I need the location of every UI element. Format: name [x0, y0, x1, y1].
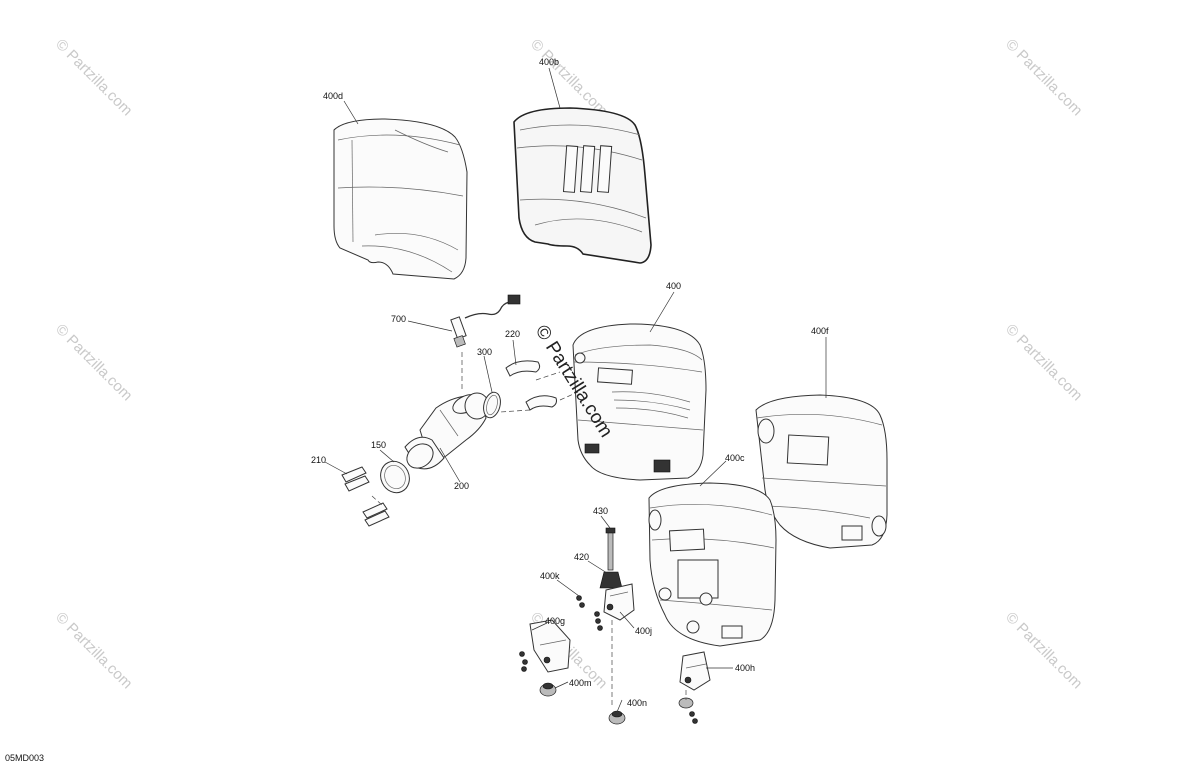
- part-400g-bracket: [519, 619, 571, 673]
- callout-labels: 400d 400b 400 400f 400c 700 220 300 210 …: [311, 57, 829, 708]
- part-210-springs: [341, 466, 390, 527]
- callout-400: 400: [666, 281, 681, 291]
- callout-430: 430: [593, 506, 608, 516]
- callout-150: 150: [371, 440, 386, 450]
- callout-210: 210: [311, 455, 326, 465]
- part-220-springs: [499, 360, 579, 413]
- diagram-code: 05MD003: [5, 753, 45, 763]
- callout-400g: 400g: [545, 616, 565, 626]
- part-150-clamp: [380, 460, 410, 494]
- callout-400d: 400d: [323, 91, 343, 101]
- part-200-elbow-pipe: [404, 392, 490, 470]
- part-400j-bracket: [603, 583, 635, 708]
- watermark-top-left: © Partzilla.com: [52, 36, 135, 119]
- part-400f-shield: [755, 394, 888, 549]
- part-400h-bracket: [678, 651, 711, 724]
- callout-400m: 400m: [569, 678, 592, 688]
- watermark-bottom-right: © Partzilla.com: [1002, 609, 1085, 692]
- part-300-gasket: [483, 391, 501, 419]
- watermark-mid-right: © Partzilla.com: [1002, 321, 1085, 404]
- callout-400j: 400j: [635, 626, 652, 636]
- part-700-sensor: [450, 294, 521, 392]
- watermark-top-center: © Partzilla.com: [527, 36, 610, 119]
- part-400k-nuts: [576, 595, 603, 631]
- part-400n-rubber-foot: [608, 710, 626, 725]
- part-420-rubber-mount: [599, 571, 623, 589]
- callout-400b: 400b: [539, 57, 559, 67]
- watermark-mid-left: © Partzilla.com: [52, 321, 135, 404]
- callout-200: 200: [454, 481, 469, 491]
- callout-700: 700: [391, 314, 406, 324]
- callout-400k: 400k: [540, 571, 560, 581]
- watermark-top-right: © Partzilla.com: [1002, 36, 1085, 119]
- part-430-bolt: [605, 527, 616, 571]
- watermark-bottom-left: © Partzilla.com: [52, 609, 135, 692]
- leader-lines: [324, 67, 827, 713]
- part-400b-shield: [513, 107, 652, 264]
- callout-400c: 400c: [725, 453, 745, 463]
- callout-400n: 400n: [627, 698, 647, 708]
- part-400c-shield: [648, 482, 777, 647]
- callout-220: 220: [505, 329, 520, 339]
- part-400-muffler: [572, 323, 707, 481]
- callout-400f: 400f: [811, 326, 829, 336]
- callout-420: 420: [574, 552, 589, 562]
- callout-400h: 400h: [735, 663, 755, 673]
- callout-300: 300: [477, 347, 492, 357]
- part-400m-rubber-foot: [539, 682, 557, 697]
- part-400d-shield: [333, 118, 468, 280]
